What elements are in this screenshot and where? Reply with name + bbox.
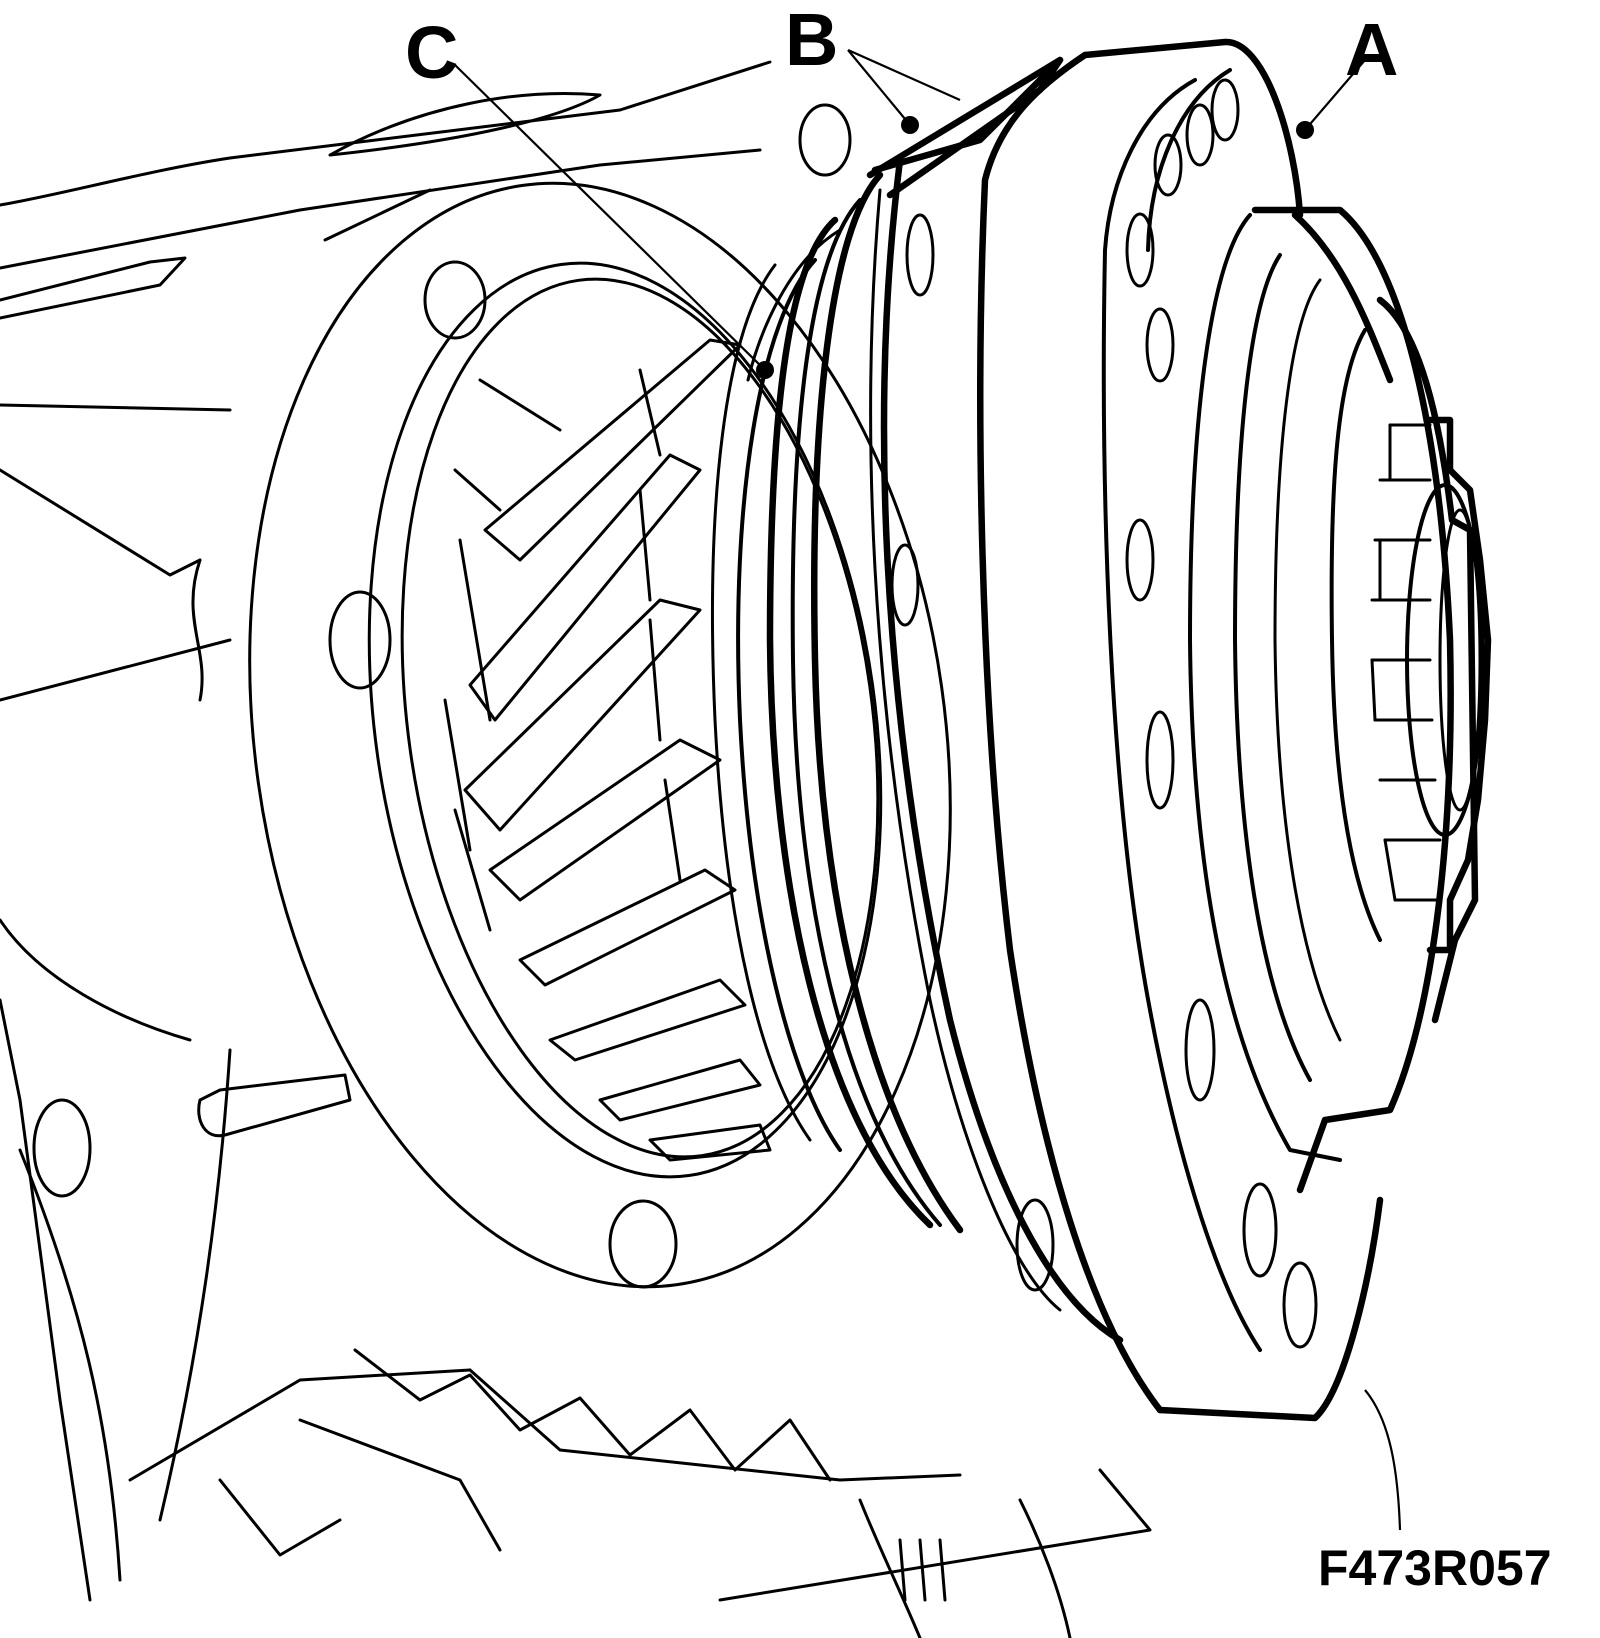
leader-dot-b (901, 116, 919, 134)
leader-dot-c (756, 361, 774, 379)
flange-bolt-hole (798, 103, 852, 177)
figure-id-label: F473R057 (1318, 1540, 1552, 1596)
callout-label-c: C (405, 11, 458, 94)
callout-label-a: A (1345, 8, 1398, 91)
leader-line-figid (1364, 1389, 1402, 1531)
drive-flange (977, 38, 1492, 1422)
leader-line-a (1304, 59, 1366, 131)
leader-line-b2 (847, 48, 961, 102)
flange-bolt-hole (608, 1199, 678, 1289)
leader-line-c (454, 64, 766, 371)
housing-body (0, 60, 1152, 1638)
callout-label-b: B (785, 0, 838, 81)
callout-leaders (454, 48, 1402, 1531)
seal-ring (711, 228, 842, 1152)
flange-bolt-hole (423, 260, 487, 340)
leader-dot-a (1296, 121, 1314, 139)
pinion-gear (443, 338, 772, 1162)
backing-plate (766, 56, 1124, 1344)
flange-bolt-hole (328, 590, 392, 690)
leader-line-b (847, 49, 911, 126)
